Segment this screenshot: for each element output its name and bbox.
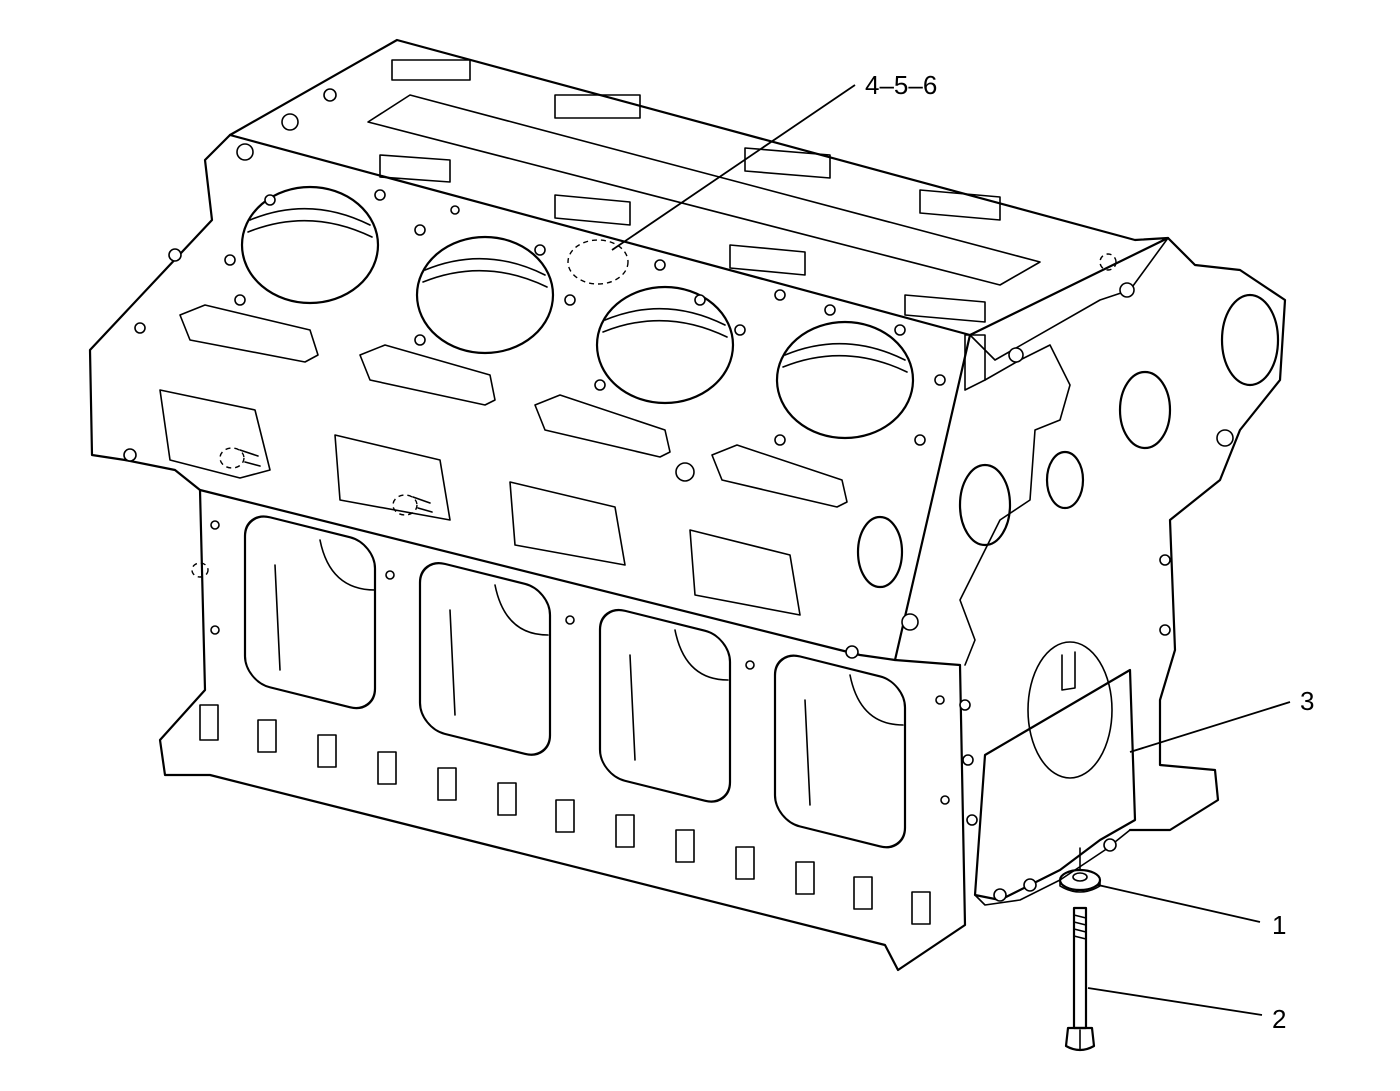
front-cover-plate [973, 668, 1137, 902]
cover-plate-bore [1027, 641, 1113, 779]
callout-label-2: 2 [1272, 1004, 1286, 1034]
plug-location-dashed [567, 239, 629, 285]
callout-label-1: 1 [1272, 910, 1286, 940]
crankcase-windows [243, 515, 907, 849]
leader-3 [1129, 701, 1291, 753]
side-wall [959, 344, 1071, 666]
washer [1058, 847, 1102, 893]
cylinder-bore [240, 185, 380, 305]
leader-2 [1087, 987, 1263, 1016]
leader-456 [611, 84, 856, 251]
bolt-holes [123, 88, 1171, 902]
fasteners [1058, 847, 1102, 1052]
bank-openings [159, 304, 848, 616]
front-end-inner [969, 237, 1169, 361]
callouts: 4–5–6 3 1 2 [611, 70, 1314, 1034]
bearing-tabs [199, 704, 931, 925]
callout-label-456: 4–5–6 [865, 70, 937, 100]
cylinder-bore [775, 320, 915, 440]
cover-plate-notch [1061, 651, 1076, 691]
top-deck-outline [228, 38, 1170, 337]
front-end-outline [1128, 236, 1287, 832]
leader-1 [1097, 884, 1261, 923]
deck-details [236, 59, 1135, 363]
callout-label-3: 3 [1300, 686, 1314, 716]
deck-channel [367, 94, 1041, 286]
crankcase-side-outline [158, 488, 967, 972]
dashed-studs [191, 253, 1117, 578]
front-end-bores [845, 293, 1280, 659]
cylinder-bores [240, 185, 915, 440]
bank-face-outline [88, 133, 972, 662]
cylinder-bore [595, 285, 735, 405]
cylinder-bore [415, 235, 555, 355]
bolt [1064, 906, 1096, 1052]
